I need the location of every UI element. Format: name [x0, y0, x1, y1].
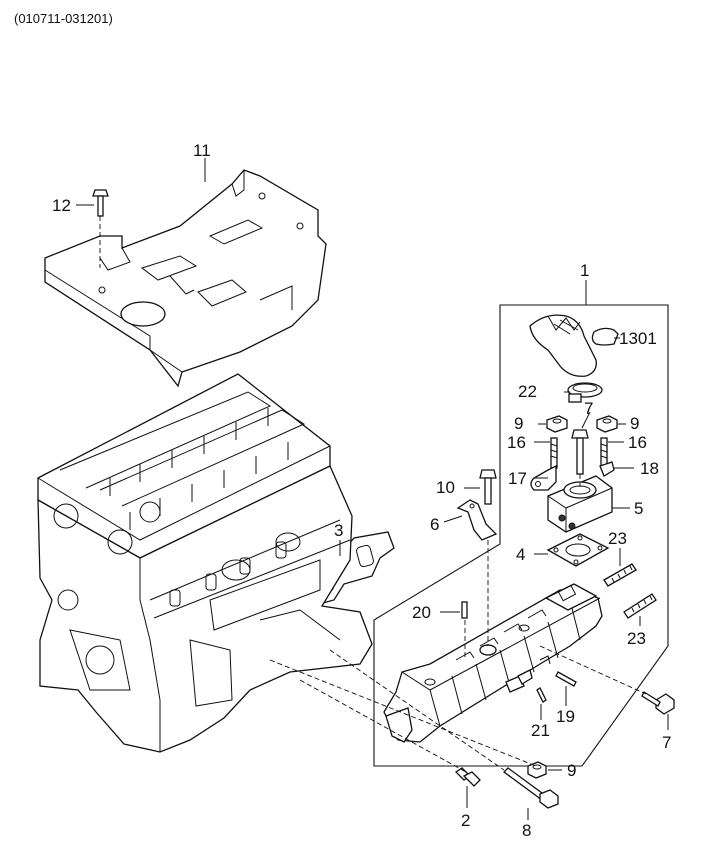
callout-12: 12: [52, 196, 71, 215]
diagram-code: (010711-031201): [14, 11, 113, 26]
assembly-frame: [373, 280, 669, 767]
bolt-7-top: [571, 429, 589, 475]
clamp-22: [567, 382, 603, 403]
callout-23-upper: 23: [608, 529, 627, 548]
bolt-7-lower: [641, 691, 675, 715]
engine-cover: [44, 169, 327, 388]
bracket-6: [456, 499, 498, 541]
callout-20: 20: [412, 603, 431, 622]
callout-9-right: 9: [630, 414, 639, 433]
bolt-10: [479, 469, 497, 505]
callout-3: 3: [334, 521, 343, 540]
callout-10: 10: [436, 478, 455, 497]
callout-7-top: 7: [584, 399, 593, 418]
callout-18: 18: [640, 459, 659, 478]
callout-4: 4: [516, 545, 525, 564]
callout-5: 5: [634, 499, 643, 518]
stud-23-upper: [603, 563, 637, 587]
callout-16-right: 16: [628, 433, 647, 452]
callout-21: 21: [531, 721, 550, 740]
engine-block: [37, 373, 373, 753]
callout-19: 19: [556, 707, 575, 726]
leader-lines: [76, 158, 669, 820]
callout-6: 6: [430, 515, 439, 534]
hose-1301: [529, 314, 619, 377]
callout-2: 2: [461, 811, 470, 830]
callout-22: 22: [518, 382, 537, 401]
callout-labels: 11 12 1 1301 22 9 7 9 16 16 10 17 18 5 6…: [52, 141, 671, 840]
fitting-18: [599, 461, 615, 477]
gasket-4: [546, 533, 610, 567]
bolt-8: [503, 767, 559, 809]
nut-9-left: [546, 415, 568, 433]
nut-9-right: [596, 415, 618, 433]
callout-23-lower: 23: [627, 629, 646, 648]
callout-9-left: 9: [514, 414, 523, 433]
pin-19: [555, 671, 577, 687]
bolt-12: [92, 189, 109, 268]
bolt-2: [454, 767, 481, 787]
callout-16-left: 16: [507, 433, 526, 452]
housing-5: [547, 475, 613, 533]
callout-7-lower: 7: [662, 733, 671, 752]
callout-1301: 1301: [619, 329, 657, 348]
callout-17: 17: [508, 469, 527, 488]
assembly-guide-lines: [269, 474, 647, 773]
pin-20: [461, 601, 468, 619]
stud-16-left: [550, 437, 558, 469]
callout-9-bottom: 9: [567, 761, 576, 780]
callout-8: 8: [522, 821, 531, 840]
callout-1: 1: [580, 261, 589, 280]
pin-21: [536, 687, 547, 703]
egr-cooler: [383, 583, 603, 743]
nut-9-bottom: [527, 761, 547, 779]
stud-23-lower: [623, 593, 657, 619]
callout-11: 11: [193, 141, 211, 160]
